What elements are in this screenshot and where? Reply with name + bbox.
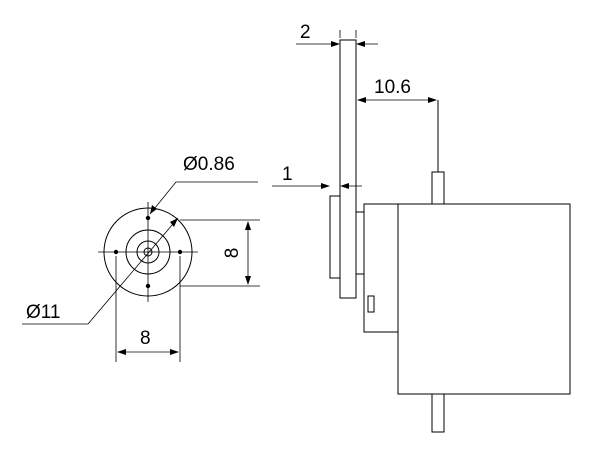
hole-diameter-label: Ø0.86 (183, 154, 235, 175)
arm-thickness-dimension: 2 (296, 22, 378, 47)
servo-output-collar (363, 203, 399, 333)
front-height-dimension: 8 (180, 219, 260, 287)
hub-plate (329, 195, 341, 279)
front-width-dimension: 8 (115, 256, 181, 362)
hole-diameter-callout: Ø0.86 (149, 154, 258, 215)
mount-flange-top (431, 171, 445, 205)
arm-thickness-label: 2 (300, 22, 311, 43)
outer-diameter-callout: Ø11 (22, 217, 179, 325)
mount-hole-top (145, 215, 151, 221)
front-width-label: 8 (140, 328, 151, 349)
horn-arm (339, 39, 357, 299)
outer-diameter-label: Ø11 (26, 302, 61, 323)
servo-body (397, 203, 571, 395)
hub-offset-dimension: 10.6 (357, 77, 437, 103)
hub-thickness-label: 1 (282, 164, 293, 185)
side-view (329, 39, 571, 433)
hub-offset-label: 10.6 (374, 77, 411, 98)
mount-hole-right (177, 249, 183, 255)
front-height-label: 8 (222, 248, 243, 259)
servo-bump (367, 295, 375, 313)
hub-body (355, 211, 365, 275)
mount-hole-left (113, 249, 119, 255)
mount-flange-bottom (431, 393, 445, 433)
front-view (98, 202, 198, 302)
mount-hole-bottom (145, 283, 151, 289)
hub-thickness-dimension: 1 (272, 164, 362, 189)
